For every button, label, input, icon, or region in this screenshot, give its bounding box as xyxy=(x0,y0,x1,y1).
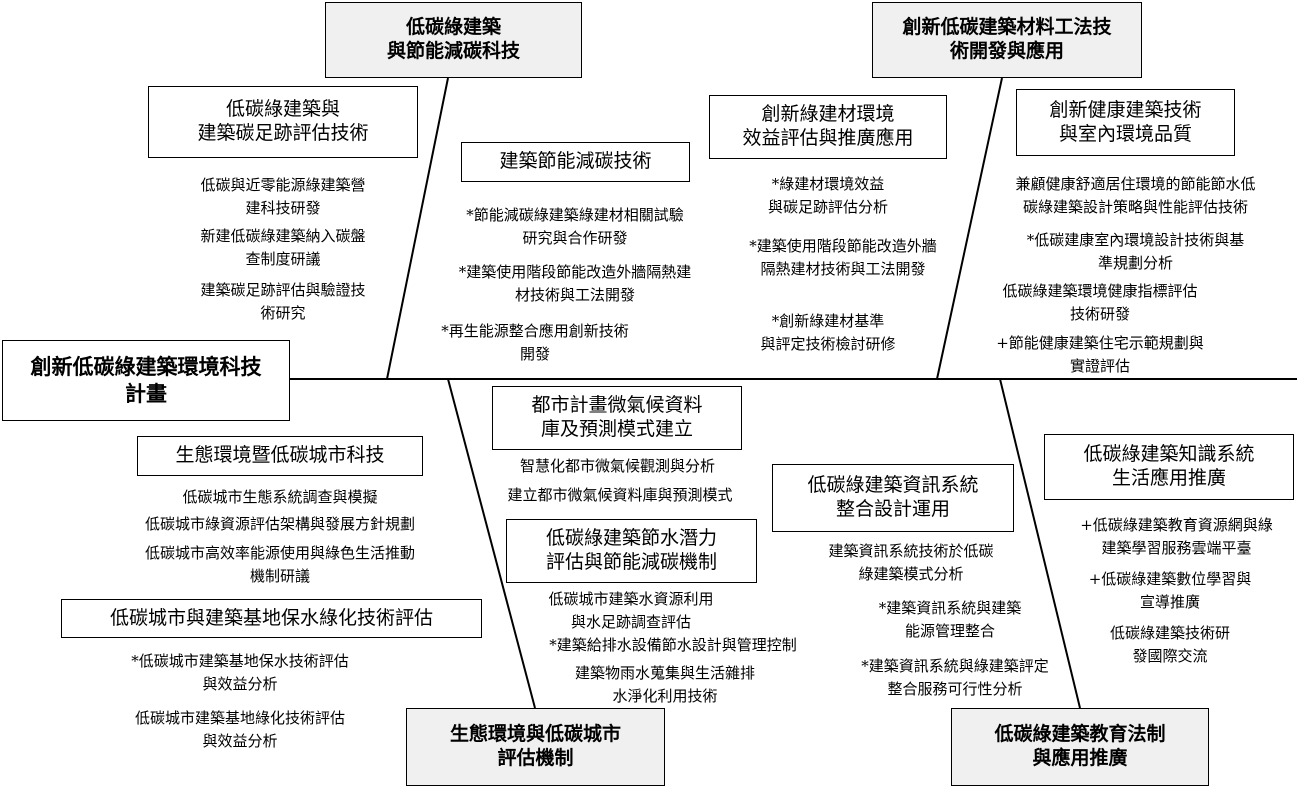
info-system-item-2: *建築資訊系統與建築 能源管理整合 xyxy=(878,599,1022,640)
water-green-item-2: 低碳城市建築基地綠化技術評估 與效益分析 xyxy=(134,709,345,750)
eco-city-item-3: 低碳城市高效率能源使用與綠色生活推動 機制研議 xyxy=(144,544,415,585)
sub-knowledge-title: 低碳綠建築知識系統 生活應用推廣 xyxy=(1044,434,1294,500)
health-item-3: 低碳綠建築環境健康指標評估 技術研發 xyxy=(1002,282,1198,323)
sub-water-saving-title: 低碳綠建築節水潛力 評估與節能減碳機制 xyxy=(506,519,757,583)
energy-item-3: *再生能源整合應用創新技術 開發 xyxy=(441,322,629,363)
sub-microclimate-title: 都市計畫微氣候資料 庫及預測模式建立 xyxy=(492,386,742,450)
health-item-1: 兼顧健康舒適居住環境的節能節水低 碳綠建築設計策略與性能評估技術 xyxy=(1015,175,1256,216)
material-item-3: *創新綠建材基準 與評定技術檢討研修 xyxy=(760,312,896,353)
knowledge-item-3: 低碳綠建築技術研 發國際交流 xyxy=(1109,624,1230,665)
sub-eco-city-title: 生態環境暨低碳城市科技 xyxy=(137,436,423,476)
knowledge-item-1: +低碳綠建築教育資源網與綠 建築學習服務雲端平臺 xyxy=(1080,516,1273,557)
knowledge-item-2: +低碳綠建築數位學習與 宣導推廣 xyxy=(1088,570,1252,611)
sub-info-system-title: 低碳綠建築資訊系統 整合設計運用 xyxy=(772,464,1014,532)
sub-health-title: 創新健康建築技術 與室內環境品質 xyxy=(1016,89,1235,156)
bone-top-left xyxy=(386,77,449,380)
footprint-item-3: 建築碳足跡評估與驗證技 術研究 xyxy=(200,281,366,322)
sub-material-title: 創新綠建材環境 效益評估與推廣應用 xyxy=(709,95,947,159)
bone-bottom-left xyxy=(447,378,536,709)
bone-bottom-right xyxy=(999,378,1081,709)
sub-energy-title: 建築節能減碳技術 xyxy=(461,142,690,182)
main-category-bottom-right: 低碳綠建築教育法制 與應用推廣 xyxy=(951,708,1209,786)
root-box: 創新低碳綠建築環境科技 計畫 xyxy=(2,340,290,421)
footprint-item-1: 低碳與近零能源綠建築營 建科技研發 xyxy=(200,176,366,217)
main-category-top-left: 低碳綠建築 與節能減碳科技 xyxy=(325,2,582,78)
health-item-2: *低碳建康室內環境設計技術與基 準規劃分析 xyxy=(1026,231,1245,272)
microclimate-item-2: 建立都市微氣候資料庫與預測模式 xyxy=(507,486,733,504)
info-system-item-1: 建築資訊系統技術於低碳 綠建築模式分析 xyxy=(828,542,994,583)
eco-city-item-2: 低碳城市綠資源評估架構與發展方針規劃 xyxy=(144,515,415,533)
energy-item-2: *建築使用階段節能改造外牆隔熱建 材技術與工法開發 xyxy=(458,263,692,304)
health-item-4: +節能健康建築住宅示範規劃與 實證評估 xyxy=(996,334,1204,375)
material-item-2: *建築使用階段節能改造外牆 隔熱建材技術與工法開發 xyxy=(749,237,937,278)
eco-city-item-1: 低碳城市生態系統調查與模擬 xyxy=(182,488,378,506)
water-saving-item-1: 低碳城市建築水資源利用 與水足跡調查評估 xyxy=(548,590,714,631)
sub-footprint-title: 低碳綠建築與 建築碳足跡評估技術 xyxy=(148,86,418,158)
footprint-item-2: 新建低碳綠建築納入碳盤 查制度研議 xyxy=(200,227,366,268)
main-category-bottom-left: 生態環境與低碳城市 評估機制 xyxy=(406,708,665,786)
material-item-1: *綠建材環境效益 與碳足跡評估分析 xyxy=(767,175,888,216)
bone-top-right xyxy=(936,77,1003,380)
water-saving-item-2: *建築給排水設備節水設計與管理控制 xyxy=(549,636,797,654)
sub-water-green-title: 低碳城市與建築基地保水綠化技術評估 xyxy=(61,599,482,638)
main-category-top-right: 創新低碳建築材料工法技 術開發與應用 xyxy=(872,2,1142,78)
info-system-item-3: *建築資訊系統與綠建築評定 整合服務可行性分析 xyxy=(861,657,1049,698)
energy-item-1: *節能減碳綠建築綠建材相關試驗 研究與合作研發 xyxy=(466,206,684,247)
water-green-item-1: *低碳城市建築基地保水技術評估 與效益分析 xyxy=(131,652,349,693)
microclimate-item-1: 智慧化都市微氣候觀測與分析 xyxy=(519,457,715,475)
water-saving-item-3: 建築物雨水蒐集與生活雜排 水淨化利用技術 xyxy=(574,664,755,705)
